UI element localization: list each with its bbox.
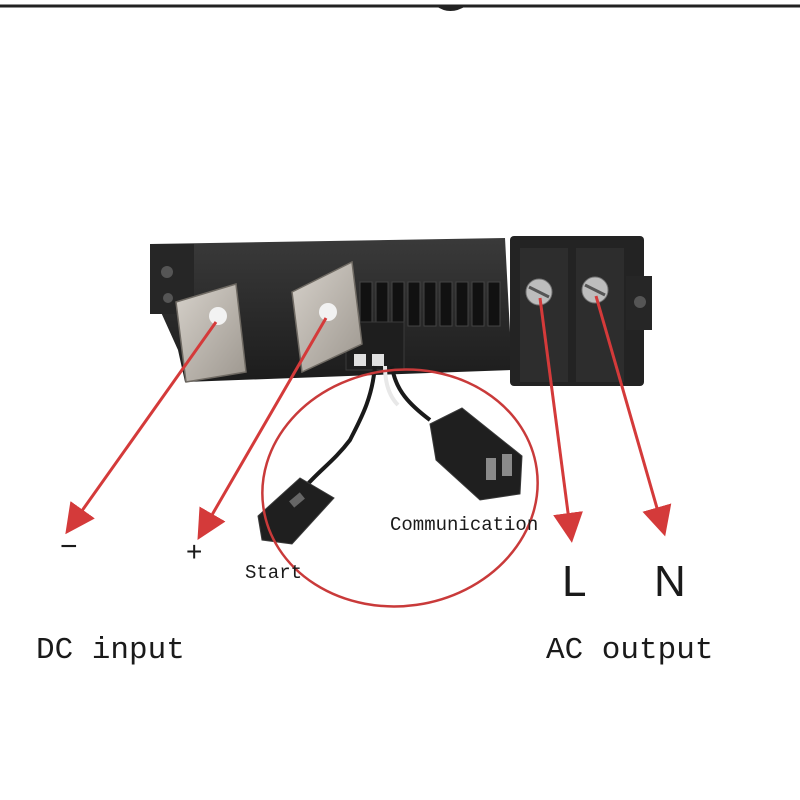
dc-negative-label: − — [60, 530, 78, 563]
start-plug — [257, 477, 335, 545]
arrow-ac-neutral — [594, 295, 672, 537]
communication-plug — [429, 407, 523, 501]
communication-label: Communication — [390, 514, 539, 536]
arrow-dc-negative — [65, 321, 218, 535]
top-edge-fragment — [436, 6, 466, 11]
arrow-ac-line — [538, 297, 583, 543]
dc-negative-terminal — [175, 283, 247, 383]
dc-input-label: DC input — [36, 633, 185, 668]
signal-wires — [304, 365, 432, 488]
pin-slot-grid — [359, 281, 501, 327]
ac-neutral-label: N — [654, 557, 686, 606]
ac-output-label: AC output — [546, 633, 714, 668]
signal-highlight-circle — [261, 368, 539, 608]
start-label: Start — [245, 562, 303, 584]
arrow-dc-positive — [197, 317, 328, 540]
ac-line-label: L — [562, 557, 587, 606]
ac-terminal-block — [510, 236, 652, 386]
dc-positive-label: + — [186, 536, 203, 567]
callout-arrows — [65, 295, 672, 543]
